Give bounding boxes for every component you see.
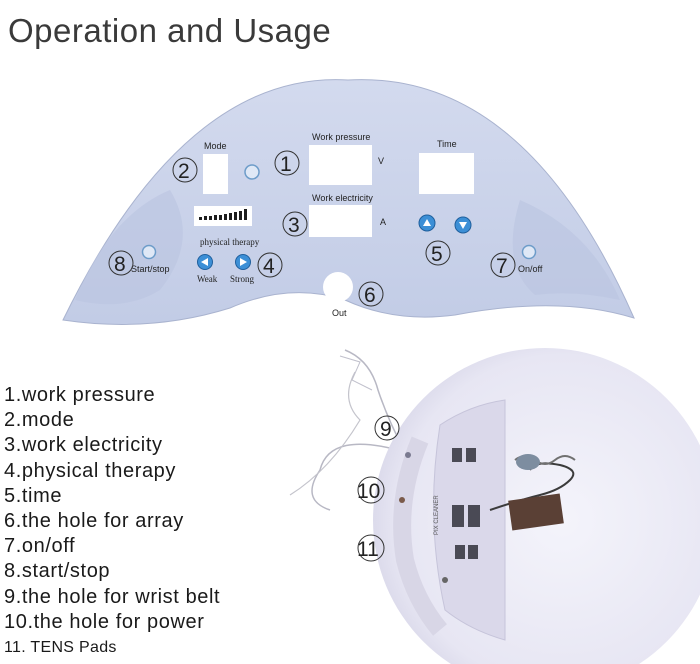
out-hole xyxy=(323,272,353,302)
callout-10: 10 xyxy=(357,476,385,504)
svg-text:8: 8 xyxy=(114,253,126,276)
on-off-button[interactable] xyxy=(521,244,537,260)
svg-text:4: 4 xyxy=(263,255,275,278)
callout-2: 2 xyxy=(172,157,198,183)
callout-3: 3 xyxy=(282,211,308,237)
arrow-down-icon xyxy=(459,222,467,229)
weak-button[interactable] xyxy=(197,254,213,270)
unit-volt-label: V xyxy=(378,156,384,166)
legend-item-6: 6.the hole for array xyxy=(4,510,184,533)
mode-display xyxy=(203,154,228,194)
legend-item-11: 11. TENS Pads xyxy=(4,639,117,657)
svg-text:7: 7 xyxy=(496,255,508,278)
legend-item-4: 4.physical therapy xyxy=(4,459,177,482)
device-wrist-hole xyxy=(405,452,411,458)
device-side-text: PIX CLEANER xyxy=(434,495,440,535)
svg-text:2: 2 xyxy=(178,160,190,183)
svg-text:3: 3 xyxy=(288,214,300,237)
legend-item-9: 9.the hole for wrist belt xyxy=(4,585,221,608)
svg-text:1: 1 xyxy=(280,153,292,176)
start-stop-button[interactable] xyxy=(141,244,157,260)
power-wire xyxy=(289,371,361,496)
device-display-3 xyxy=(452,505,464,527)
unit-amp-label: A xyxy=(380,217,386,227)
callout-5: 5 xyxy=(425,240,451,266)
arrow-left-icon xyxy=(201,258,208,266)
device-knob xyxy=(442,577,448,583)
svg-text:10: 10 xyxy=(357,480,380,503)
start-stop-label: Start/stop xyxy=(131,264,170,274)
work-electricity-label: Work electricity xyxy=(312,193,373,203)
legend-item-2: 2.mode xyxy=(4,409,75,432)
tens-pads-pack xyxy=(508,493,564,531)
strong-label: Strong xyxy=(230,274,255,284)
legend-item-1: 1.work pressure xyxy=(4,384,156,406)
mode-label: Mode xyxy=(204,141,227,151)
device-rim xyxy=(393,436,448,636)
therapy-level-display xyxy=(194,206,252,226)
legend-item-3: 3.work electricity xyxy=(4,434,163,457)
legend-item-5: 5.time xyxy=(4,484,63,507)
svg-text:11: 11 xyxy=(357,538,379,561)
page-title: Operation and Usage xyxy=(8,12,332,49)
work-pressure-display xyxy=(309,145,372,185)
therapy-level-bars xyxy=(199,209,247,220)
on-off-label: On/off xyxy=(518,264,543,274)
panel-wave-left xyxy=(75,190,183,305)
legend-item-7: 7.on/off xyxy=(4,535,76,558)
svg-text:6: 6 xyxy=(364,284,376,307)
callout-8: 8 xyxy=(108,250,134,276)
device-power-hole xyxy=(399,497,405,503)
legend-list: 1.work pressure 2.mode 3.work electricit… xyxy=(4,383,220,660)
device-display-4 xyxy=(468,505,480,527)
strong-button[interactable] xyxy=(235,254,251,270)
callout-6: 6 xyxy=(358,281,384,307)
callout-4: 4 xyxy=(257,252,283,278)
legend-item-8: 8.start/stop xyxy=(4,560,111,583)
arrow-up-icon xyxy=(423,219,431,226)
tens-wire xyxy=(339,355,373,391)
work-electricity-display xyxy=(309,205,372,237)
callout-1: 1 xyxy=(274,150,300,176)
physical-therapy-label: physical therapy xyxy=(200,237,260,247)
callout-7: 7 xyxy=(490,252,516,278)
time-up-button[interactable] xyxy=(418,214,436,232)
legend-item-10: 10.the hole for power xyxy=(4,610,205,633)
work-pressure-label: Work pressure xyxy=(312,132,370,142)
time-label: Time xyxy=(437,139,457,149)
panel-wave-right xyxy=(512,200,620,300)
svg-text:9: 9 xyxy=(380,418,392,441)
device-display-6 xyxy=(468,545,478,559)
mode-indicator-led xyxy=(244,164,260,180)
device-display-5 xyxy=(455,545,465,559)
callout-11: 11 xyxy=(357,534,385,562)
svg-text:5: 5 xyxy=(431,243,443,266)
arrow-right-icon xyxy=(240,258,247,266)
time-display xyxy=(419,153,474,194)
device-illustration: PIX CLEANER xyxy=(289,348,700,664)
device-display-1 xyxy=(452,448,462,462)
device-display-2 xyxy=(466,448,476,462)
time-down-button[interactable] xyxy=(454,216,472,234)
callout-9: 9 xyxy=(374,415,400,441)
device-top-cap xyxy=(516,454,540,470)
out-label: Out xyxy=(332,308,347,318)
weak-label: Weak xyxy=(197,274,218,284)
